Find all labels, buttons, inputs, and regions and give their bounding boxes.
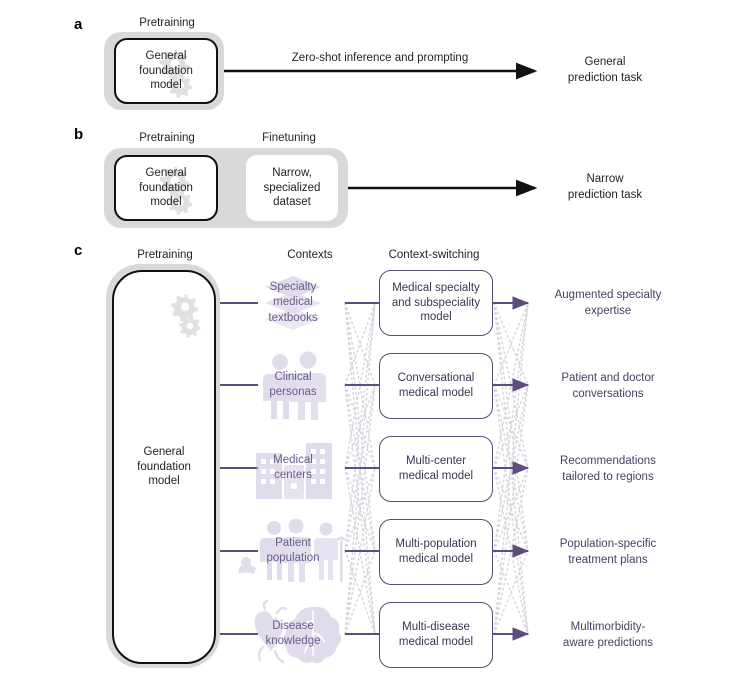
foundation-to-context-connectors (216, 301, 258, 636)
panel-letter-b: b (74, 126, 84, 143)
panel-letter-a: a (74, 16, 83, 33)
panel-a-heading-pretraining: Pretraining (139, 17, 195, 29)
population-group-icon (234, 515, 352, 587)
panel-b-heading-finetuning: Finetuning (262, 132, 316, 144)
panel-a-arrow-label: Zero-shot inference and prompting (291, 52, 469, 64)
panel-letter-c: c (74, 242, 83, 259)
panel-c-heading-contexts: Contexts (287, 249, 333, 261)
panel-c-heading-context-switching: Context-switching (388, 249, 480, 261)
context-to-model-connectors (345, 301, 380, 636)
two-people-icon (241, 349, 345, 421)
heart-brain-icon (243, 598, 343, 670)
model-to-output-arrows (492, 296, 530, 641)
panel-b-heading-pretraining: Pretraining (139, 132, 195, 144)
panel-c-heading-pretraining: Pretraining (137, 249, 193, 261)
output-label-multimorbidity-predictions: Multimorbidity-aware predictions (562, 621, 654, 649)
gears-icon (170, 294, 201, 338)
books-stack-icon (241, 267, 345, 339)
hospital-buildings-icon (241, 432, 345, 504)
